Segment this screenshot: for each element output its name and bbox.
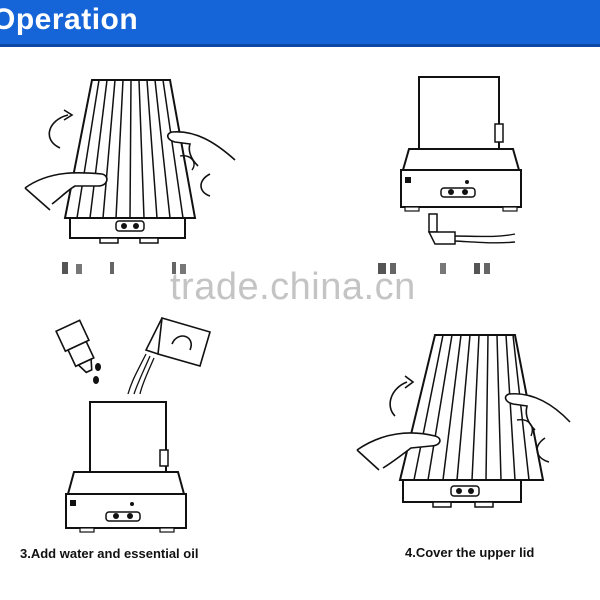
blurred-caption-glyphs [378,263,490,274]
step-4-caption: 4.Cover the upper lid [405,545,535,560]
step-2-illustration [395,72,525,252]
step-1-illustration [20,70,240,250]
diffuser-lid-removal-drawing [24,79,236,244]
step-4-illustration [355,330,575,520]
diffuser-lid-cover-drawing [356,334,571,508]
add-water-oil-drawing [55,316,211,533]
section-title: Operation [0,3,139,36]
blurred-caption-glyphs [62,262,186,274]
watermark-text: trade.china.cn [170,266,416,308]
step-2-caption-blurred [378,258,498,276]
section-header: Operation [0,0,600,47]
diffuser-power-drawing [400,76,522,245]
step-3-caption: 3.Add water and essential oil [20,546,199,561]
step-1-caption-blurred [62,258,202,276]
step-3-illustration [50,310,230,535]
